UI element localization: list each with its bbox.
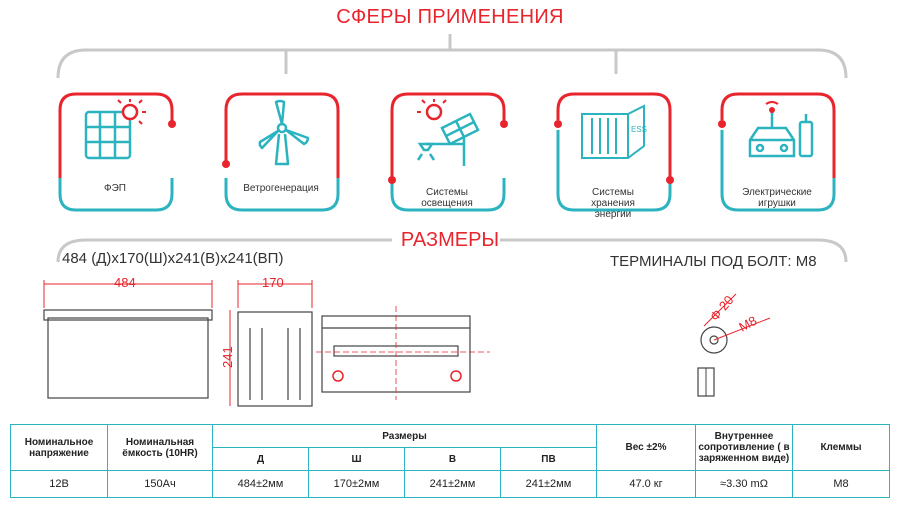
ess-container-icon: ESS — [581, 104, 647, 159]
terminal-negative — [332, 370, 344, 382]
application-card-lighting: Системы освещения — [388, 90, 508, 212]
application-card-pv: ФЭП — [56, 90, 176, 212]
header-resistance: Внутреннее сопротивление ( в заряженном … — [695, 424, 793, 471]
cell-capacity: 150Ач — [107, 470, 213, 498]
cell-width: 170±2мм — [308, 470, 405, 498]
application-label-pv: ФЭП — [104, 183, 126, 194]
terminal-detail — [697, 293, 771, 397]
battery-technical-drawing: 484 170 241 Φ 20 M8 — [43, 275, 771, 407]
application-label-ess: Системы хранения энергии — [591, 187, 635, 220]
application-card-ess: ESS Системы хранения энергии — [554, 90, 674, 220]
dimension-line-length — [43, 280, 213, 308]
specifications-table: Номинальное напряжение Номинальная ёмкос… — [10, 424, 890, 498]
header-voltage: Номинальное напряжение — [10, 424, 108, 471]
application-label-toys: Электрические игрушки — [742, 187, 812, 209]
header-capacity: Номинальная ёмкость (10HR) — [107, 424, 213, 471]
wind-turbine-icon — [258, 99, 310, 166]
terminal-positive — [450, 370, 462, 382]
header-sizes: Размеры — [212, 424, 597, 448]
terminal-bolt: M8 — [736, 313, 759, 335]
solar-street-light-icon — [416, 99, 480, 166]
cell-height: 241±2мм — [404, 470, 501, 498]
electric-car-toy-icon — [748, 101, 814, 158]
header-weight: Вес ±2% — [596, 424, 696, 471]
ess-icon-text: ESS — [631, 125, 647, 134]
applications-title: СФЕРЫ ПРИМЕНЕНИЯ — [336, 6, 564, 28]
header-height: В — [404, 447, 501, 471]
dimension-length: 484 — [114, 275, 136, 290]
header-total-height: ПВ — [500, 447, 597, 471]
cell-voltage: 12В — [10, 470, 108, 498]
dimensions-title: РАЗМЕРЫ — [400, 229, 500, 251]
cell-total-height: 241±2мм — [500, 470, 597, 498]
dimension-height: 241 — [220, 346, 235, 368]
header-length: Д — [212, 447, 309, 471]
cell-resistance: ≈3.30 mΩ — [695, 470, 793, 498]
battery-front-view — [43, 309, 213, 399]
application-label-wind: Ветрогенерация — [243, 183, 319, 194]
application-card-wind: Ветрогенерация — [222, 90, 340, 212]
cell-terminals: M8 — [792, 470, 890, 498]
header-terminals: Клеммы — [792, 424, 890, 471]
dimension-line-width — [229, 280, 313, 406]
cell-weight: 47.0 кг — [596, 470, 696, 498]
dimensions-summary: 484 (Д)x170(Ш)x241(В)x241(ВП) — [62, 250, 284, 267]
application-card-toys: Электрические игрушки — [718, 90, 836, 212]
header-width: Ш — [308, 447, 405, 471]
battery-side-view — [237, 311, 313, 407]
cell-length: 484±2мм — [212, 470, 309, 498]
table-row: 12В 150Ач 484±2мм 170±2мм 241±2мм 241±2м… — [10, 470, 890, 498]
dimension-width: 170 — [262, 275, 284, 290]
application-label-lighting: Системы освещения — [421, 187, 473, 209]
solar-panel-icon — [84, 99, 146, 160]
terminals-spec: ТЕРМИНАЛЫ ПОД БОЛТ: M8 — [610, 253, 817, 270]
